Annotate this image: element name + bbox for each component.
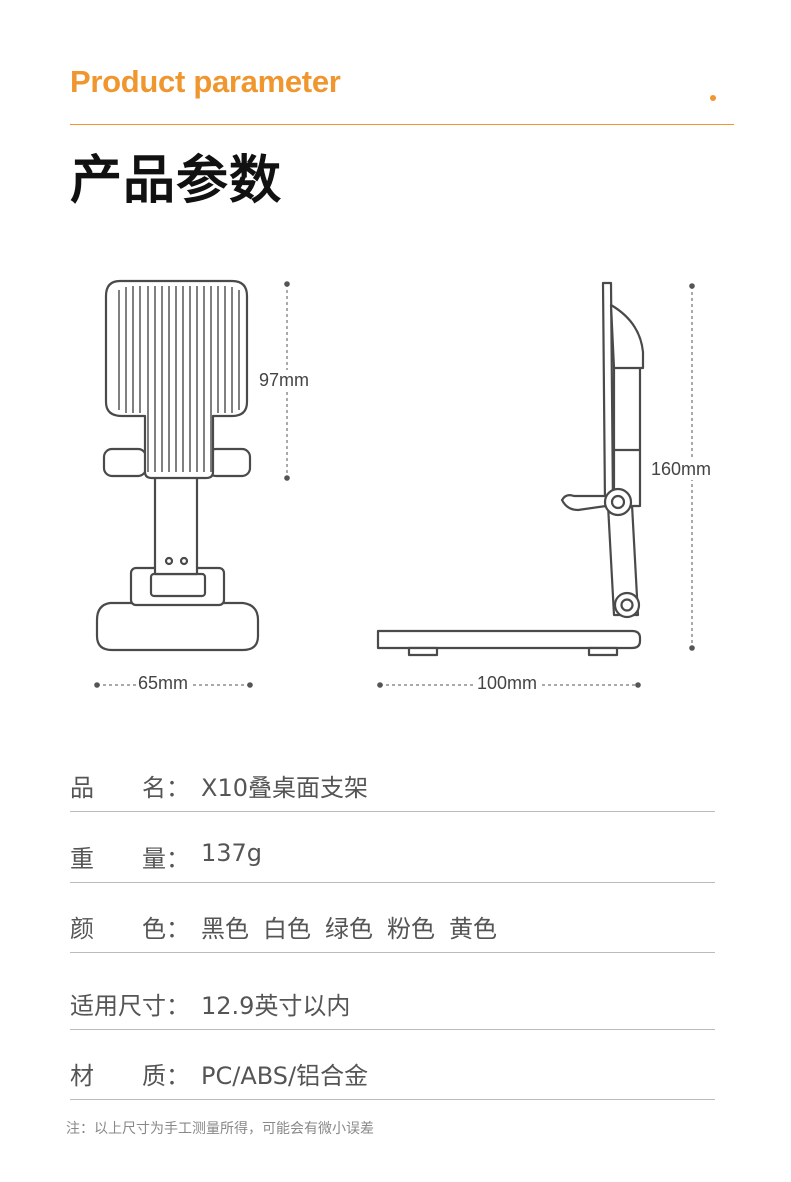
dimension-100mm: 100mm bbox=[473, 673, 542, 694]
front-hook-right bbox=[206, 447, 252, 478]
color-option: 黑色 bbox=[201, 915, 249, 943]
english-title: Product parameter bbox=[70, 64, 341, 99]
spec-label-color: 颜 色： bbox=[70, 915, 190, 943]
spec-row-weight: 重 量： 137g bbox=[70, 833, 715, 883]
spec-row-name: 品 名： X10叠桌面支架 bbox=[70, 762, 715, 812]
side-upper-column bbox=[612, 364, 642, 508]
spec-label-size: 适用尺寸： bbox=[70, 992, 190, 1020]
front-column bbox=[153, 472, 199, 576]
color-option: 白色 bbox=[263, 915, 311, 943]
spec-row-color: 颜 色： 黑色 白色 绿色 粉色 黄色 bbox=[70, 903, 715, 953]
spec-value-weight: 137g bbox=[201, 839, 263, 867]
color-option: 粉色 bbox=[387, 915, 435, 943]
product-diagram bbox=[94, 279, 695, 688]
spec-row-size: 适用尺寸： 12.9英寸以内 bbox=[70, 980, 715, 1030]
spec-label-name: 品 名： bbox=[70, 774, 190, 802]
accent-dot bbox=[710, 95, 716, 101]
side-foot-left bbox=[407, 646, 439, 657]
spec-value-name: X10叠桌面支架 bbox=[201, 774, 368, 802]
measurement-note: 注：以上尺寸为手工测量所得，可能会有微小误差 bbox=[66, 1121, 374, 1137]
spec-value-size: 12.9英寸以内 bbox=[201, 992, 351, 1020]
spec-label-material: 材 质： bbox=[70, 1062, 190, 1090]
spec-value-colors: 黑色 白色 绿色 粉色 黄色 bbox=[201, 909, 497, 944]
side-foot-right bbox=[587, 646, 619, 657]
dimension-97mm: 97mm bbox=[259, 370, 310, 391]
dimension-65mm: 65mm bbox=[136, 673, 191, 694]
color-option: 绿色 bbox=[325, 915, 373, 943]
front-hook-left bbox=[102, 447, 148, 478]
chinese-title: 产品参数 bbox=[70, 151, 283, 211]
dimension-160mm: 160mm bbox=[651, 459, 712, 480]
color-option: 黄色 bbox=[449, 915, 497, 943]
title-divider bbox=[70, 124, 734, 125]
front-plate-ribs bbox=[118, 286, 240, 472]
spec-label-weight: 重 量： bbox=[70, 845, 190, 873]
side-base bbox=[376, 629, 642, 650]
front-base bbox=[95, 601, 260, 652]
side-hook bbox=[560, 494, 608, 512]
spec-value-material: PC/ABS/铝合金 bbox=[201, 1062, 369, 1090]
spec-row-material: 材 质： PC/ABS/铝合金 bbox=[70, 1050, 715, 1100]
